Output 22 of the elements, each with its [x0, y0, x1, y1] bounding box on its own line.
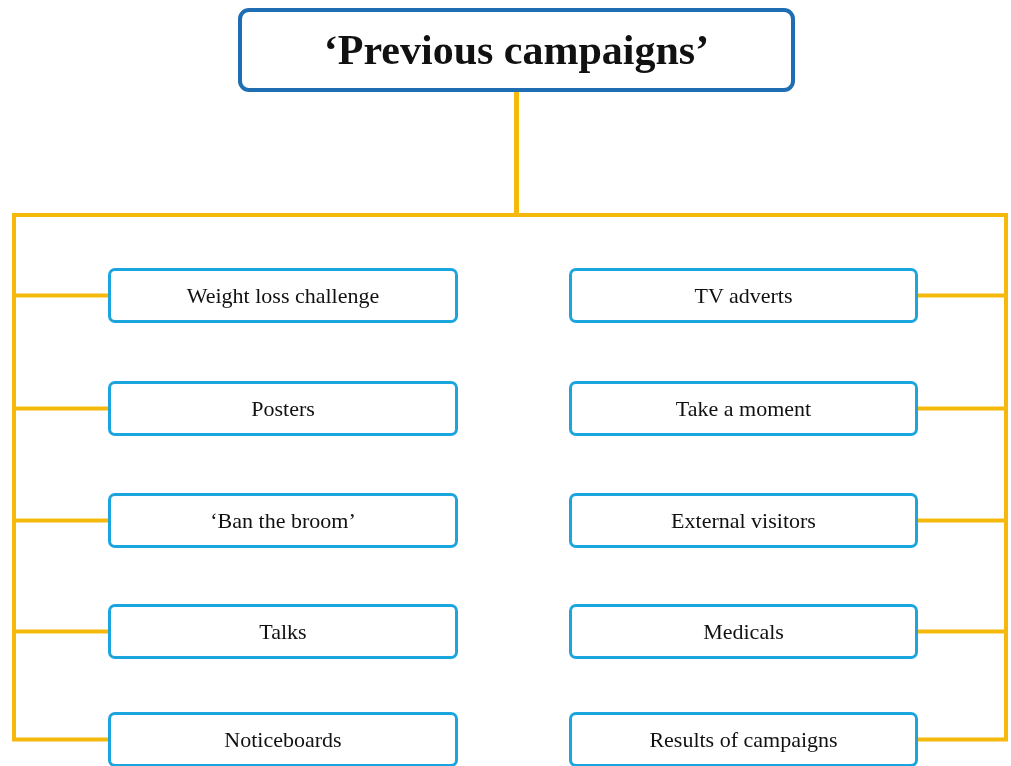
campaign-box [569, 604, 918, 659]
node-label: ‘Ban the broom’ [210, 507, 356, 534]
node-label: External visitors [671, 507, 816, 534]
campaign-box [108, 493, 458, 548]
node-label: Medicals [703, 618, 784, 645]
node-label: Take a moment [675, 395, 812, 422]
campaign-box [108, 268, 458, 323]
node-label: TV adverts [694, 282, 793, 309]
campaign-box [569, 493, 918, 548]
campaign-box [569, 381, 918, 436]
node-label: Noticeboards [224, 726, 342, 753]
campaign-box [569, 712, 918, 766]
campaign-box [108, 381, 458, 436]
node-label: Posters [251, 395, 315, 422]
node-label: Weight loss challenge [186, 282, 380, 309]
title-box [238, 8, 795, 92]
campaign-box [108, 604, 458, 659]
campaign-box [108, 712, 458, 766]
node-label: Results of campaigns [649, 726, 838, 753]
node-label: ‘Previous campaigns’ [323, 26, 710, 74]
node-label: Talks [259, 618, 307, 645]
campaign-box [569, 268, 918, 323]
